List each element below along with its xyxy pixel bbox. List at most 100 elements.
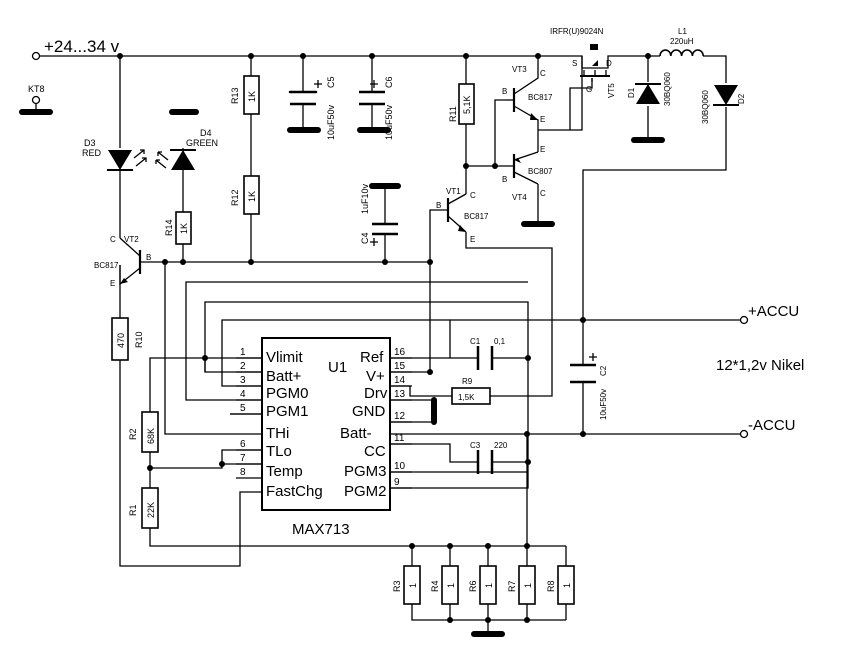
r3-ref: R3: [392, 580, 402, 592]
ic-ref: U1: [328, 359, 347, 376]
c3-value: 220: [494, 441, 508, 450]
r9-value: 1,5K: [458, 393, 475, 402]
max713-ic-body: [261, 337, 391, 511]
ic-pin-num: 2: [240, 361, 246, 372]
r4-body: [441, 565, 459, 605]
ic-pin-num: 4: [240, 389, 246, 400]
ic-pin-name: GND: [352, 403, 386, 420]
r6-value: 1: [484, 583, 494, 588]
r1-ref: R1: [128, 504, 138, 516]
d3-led-symbol: [107, 149, 147, 171]
r11-value: 5,1K: [462, 95, 472, 114]
vt1-symbol: [446, 193, 467, 233]
ic-pin-num: 14: [394, 375, 406, 386]
vt3-pin-e: E: [540, 115, 545, 124]
vt1-pin-c: C: [470, 191, 476, 200]
vt4-pin-c: C: [540, 189, 546, 198]
c1-value: 0,1: [494, 337, 506, 346]
d4-ref: D4: [200, 128, 212, 138]
terminals: [31, 51, 749, 439]
d1-symbol: [635, 83, 661, 104]
r14-ref: R14: [164, 219, 174, 236]
vt1-pin-e: E: [470, 235, 475, 244]
vt5-ref: VT5: [607, 83, 616, 98]
r1-value: 22K: [146, 502, 156, 518]
ic-pin-name: Batt-: [340, 425, 372, 442]
ic-pin-num: 5: [240, 403, 246, 414]
l1-coil: [659, 49, 704, 57]
accu-plus-label: +ACCU: [748, 303, 799, 320]
vt2-symbol: [119, 237, 142, 286]
d2-value: 30BQ060: [701, 90, 710, 124]
ic-pin-num: 10: [394, 461, 406, 472]
ic-pin-name: Vlimit: [266, 349, 303, 366]
ic-pin-name: PGM1: [266, 403, 309, 420]
ic-pin-name: CC: [364, 443, 386, 460]
ic-pin-num: 13: [394, 389, 406, 400]
r2-body: [141, 411, 159, 453]
vt3-value: BC817: [528, 93, 553, 102]
c4-value: 1uF10v: [360, 183, 370, 214]
vt3-pin-b: B: [502, 87, 507, 96]
r13-value: 1K: [247, 91, 257, 102]
ic-pin-name: PGM3: [344, 463, 387, 480]
ic-pin-num: 11: [394, 433, 405, 444]
r12-value: 1K: [247, 191, 257, 202]
ic-pin-name: THi: [266, 425, 289, 442]
vt5-pin-d: D: [606, 59, 612, 68]
l1-value: 220uH: [670, 37, 694, 46]
ic-pin-name: Ref: [360, 349, 384, 366]
c5-symbol: [288, 80, 322, 106]
r10-body: [111, 317, 129, 361]
r13-body: [243, 75, 260, 115]
vt3-pin-c: C: [540, 69, 546, 78]
ic-pin-name: PGM0: [266, 385, 309, 402]
r7-ref: R7: [507, 580, 517, 592]
vt2-value: BC817: [94, 261, 119, 270]
junction-dots: [117, 53, 651, 623]
battery-note: 12*1,2v Nikel: [716, 357, 804, 374]
ic-pin-num: 15: [394, 361, 406, 372]
c2-symbol: [570, 353, 597, 384]
vt1-pin-b: B: [436, 201, 441, 210]
d2-ref: D2: [737, 93, 746, 104]
vt2-pin-e: E: [110, 279, 115, 288]
c5-ref: C5: [326, 76, 336, 88]
c3-symbol: [476, 450, 494, 474]
c6-value: 10uF50v: [384, 104, 394, 140]
r14-body: [175, 211, 192, 245]
c1-symbol: [476, 346, 494, 370]
r3-value: 1: [408, 583, 418, 588]
vt4-ref: VT4: [512, 193, 527, 202]
r6-body: [479, 565, 497, 605]
r11-ref: R11: [448, 106, 458, 122]
ic-pin-name: TLo: [266, 443, 292, 460]
accu-minus-label: -ACCU: [748, 417, 796, 434]
vt4-value: BC807: [528, 167, 553, 176]
r1-body: [141, 487, 159, 529]
ic-pin-num: 16: [394, 347, 406, 358]
r10-value: 470: [116, 333, 126, 348]
ic-pin-num: 8: [240, 467, 246, 478]
c4-ref: C4: [360, 232, 370, 244]
r6-ref: R6: [468, 580, 478, 592]
d3-value: RED: [82, 148, 102, 158]
ic-pin-num: 1: [240, 347, 246, 358]
supply-label: +24...34 v: [44, 37, 120, 56]
c1-ref: C1: [470, 337, 481, 346]
r9-body: [451, 387, 491, 405]
r7-value: 1: [523, 583, 533, 588]
vt2-ref: VT2: [124, 235, 139, 244]
r8-body: [557, 565, 575, 605]
vt5-pin-g: G: [586, 85, 592, 94]
l1-ref: L1: [678, 27, 687, 36]
r13-ref: R13: [230, 87, 240, 104]
r2-value: 68K: [146, 428, 156, 444]
d1-ref: D1: [627, 87, 636, 98]
r4-value: 1: [446, 583, 456, 588]
ic-pin-name: Temp: [266, 463, 303, 480]
vt4-pin-b: B: [502, 175, 507, 184]
r12-body: [243, 175, 260, 215]
ic-pin-name: PGM2: [344, 483, 387, 500]
